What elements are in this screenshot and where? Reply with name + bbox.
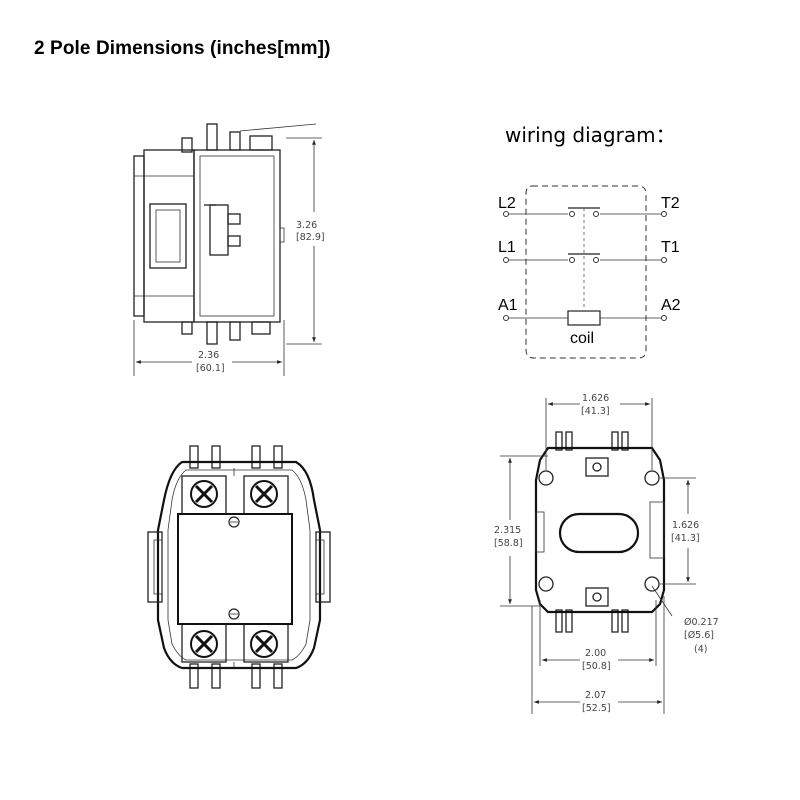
mount-left-dim-in: 2.315 — [494, 525, 521, 536]
page-title: 2 Pole Dimensions (inches[mm]) — [34, 38, 331, 59]
outer-width-dim-in: 2.07 — [585, 690, 606, 701]
inner-width-dim-mm: [50.8] — [582, 661, 611, 672]
side-view — [133, 123, 322, 376]
hole-dim-in: Ø0.217 — [684, 617, 719, 628]
height-dim-mm: [82.9] — [296, 232, 325, 243]
terminal-a2: A2 — [661, 297, 681, 314]
coil-label: coil — [570, 330, 594, 347]
width-dim-in: 2.36 — [198, 350, 219, 361]
terminal-t1: T1 — [661, 239, 680, 256]
mounting-view — [500, 398, 696, 714]
terminal-t2: T2 — [661, 195, 680, 212]
mount-top-dim-mm: [41.3] — [581, 406, 610, 417]
wiring-diagram-title: wiring diagram： — [505, 123, 676, 147]
mount-left-dim-mm: [58.8] — [494, 538, 523, 549]
height-dim-in: 3.26 — [296, 220, 317, 231]
mount-right-dim-in: 1.626 — [672, 520, 699, 531]
width-dim-mm: [60.1] — [196, 363, 225, 374]
terminal-l2: L2 — [498, 195, 516, 212]
hole-dim-mm: [Ø5.6] — [684, 630, 714, 641]
mount-top-dim-in: 1.626 — [582, 393, 609, 404]
hole-count: (4) — [694, 644, 707, 655]
front-view — [147, 445, 331, 689]
outer-width-dim-mm: [52.5] — [582, 703, 611, 714]
terminal-l1: L1 — [498, 239, 516, 256]
mount-right-dim-mm: [41.3] — [671, 533, 700, 544]
terminal-a1: A1 — [498, 297, 518, 314]
inner-width-dim-in: 2.00 — [585, 648, 606, 659]
wiring-diagram — [503, 185, 667, 359]
